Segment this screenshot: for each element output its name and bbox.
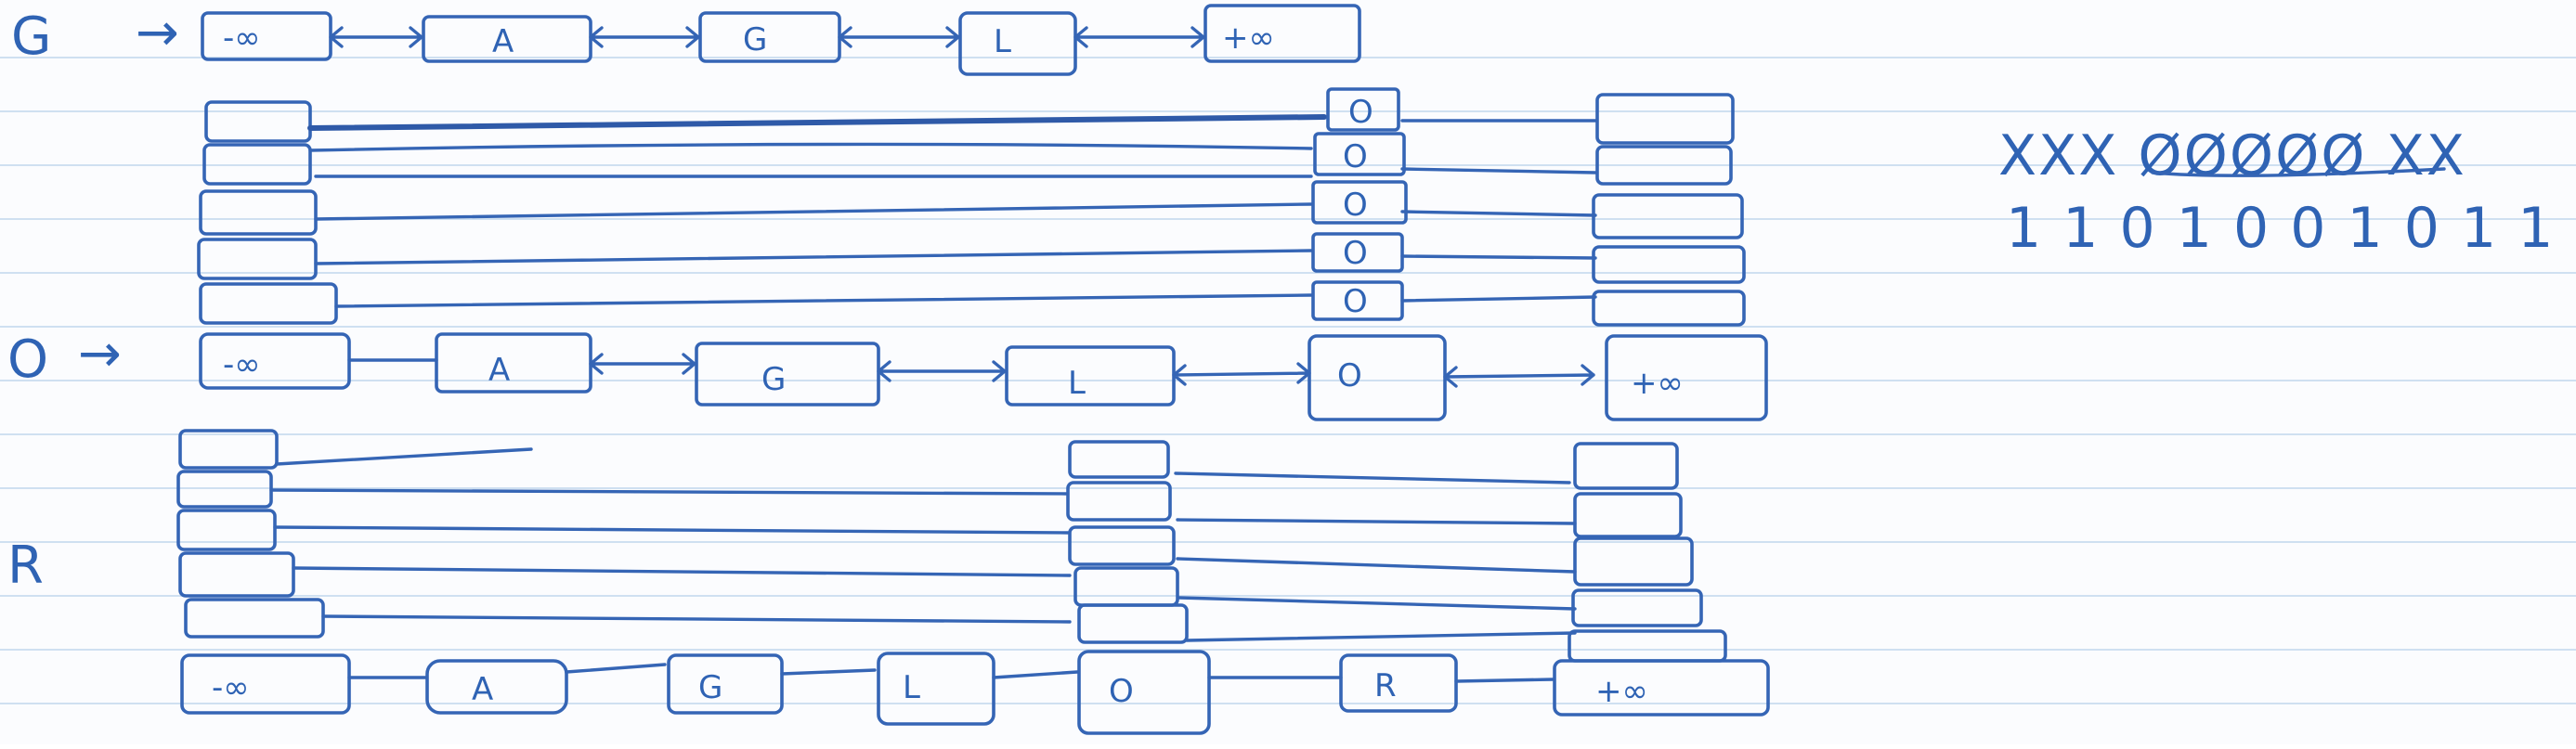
ruled-lines: [0, 57, 2576, 704]
row-r-node: O: [1077, 650, 1211, 735]
tower-item: O: [1343, 283, 1368, 320]
row-r-node: -∞: [180, 653, 351, 715]
row-g-node: G: [698, 11, 841, 63]
flips-top: XXX ØØØØØ XX: [1998, 123, 2466, 188]
row-r-middle-tower: [1066, 440, 1189, 644]
link-line: [992, 670, 1079, 679]
node-label: O: [1337, 357, 1362, 394]
link-arrow: [1443, 364, 1595, 388]
node-label: G: [743, 21, 767, 58]
row-r-node: L: [877, 652, 995, 726]
row-g-node: L: [958, 11, 1077, 76]
node-label: +∞: [1631, 365, 1684, 402]
row-o-label: O: [7, 329, 48, 390]
row-o-node: A: [435, 332, 592, 394]
row-g-label: G: [11, 6, 51, 67]
node-label: A: [488, 352, 510, 389]
row-g: G → -∞ A G L +∞: [11, 3, 1361, 76]
link-arrow: [838, 26, 960, 48]
row-o-node: O: [1308, 334, 1447, 421]
row-o-arrow: →: [78, 324, 122, 384]
row-r-right-tower: [1568, 442, 1727, 663]
tower-item: O: [1348, 94, 1373, 131]
row-r-node: +∞: [1553, 659, 1770, 717]
row-o: O → O O: [7, 87, 1768, 421]
node-label: +∞: [1222, 19, 1275, 57]
node-label: -∞: [223, 346, 261, 383]
row-r: R: [7, 429, 1770, 735]
node-label: -∞: [223, 19, 261, 57]
row-o-node: G: [695, 342, 880, 407]
row-r-label: R: [7, 536, 44, 596]
tower-item: O: [1343, 187, 1368, 224]
row-g-node: -∞: [201, 11, 332, 61]
link-line: [780, 668, 877, 676]
node-label: L: [1068, 365, 1086, 402]
link-arrow: [589, 26, 700, 48]
row-r-node: G: [667, 653, 784, 715]
link-arrow: [1073, 26, 1205, 48]
node-label: A: [492, 23, 514, 60]
coin-flip-notes: XXX ØØØØØ XX 1 1 0 1 0 0 1 0 1 1: [1998, 123, 2555, 261]
node-label: O: [1109, 673, 1134, 710]
row-o-node: L: [1005, 345, 1176, 407]
row-o-right-tower: [1592, 93, 1746, 327]
node-label: -∞: [212, 669, 250, 706]
flips-underline: [2151, 167, 2446, 177]
link-arrow: [329, 26, 423, 48]
tower-item: O: [1343, 138, 1368, 175]
node-label: R: [1374, 667, 1397, 704]
link-arrow: [877, 360, 1007, 382]
node-label: +∞: [1595, 673, 1648, 710]
flips-bottom: 1 1 0 1 0 0 1 0 1 1: [2006, 196, 2555, 261]
node-label: G: [698, 669, 722, 706]
link-line: [1454, 678, 1555, 683]
row-g-arrow: →: [136, 3, 179, 63]
node-label: L: [994, 23, 1011, 60]
link-line: [565, 663, 667, 674]
row-o-node: +∞: [1605, 334, 1768, 421]
row-g-node: A: [422, 15, 592, 63]
node-label: A: [472, 671, 493, 708]
tower-item: O: [1343, 235, 1368, 272]
row-o-express-lanes: [307, 114, 1597, 308]
row-r-lanes: [269, 447, 1577, 642]
row-o-o-tower: O O O O O: [1311, 87, 1408, 321]
row-r-node: R: [1339, 653, 1458, 713]
node-label: G: [761, 361, 786, 398]
row-g-node: +∞: [1203, 4, 1361, 63]
row-r-node: A: [425, 659, 568, 715]
row-o-left-tower: [197, 100, 338, 325]
link-arrow: [589, 353, 696, 375]
node-label: L: [903, 669, 920, 706]
row-r-left-tower: [176, 429, 325, 639]
